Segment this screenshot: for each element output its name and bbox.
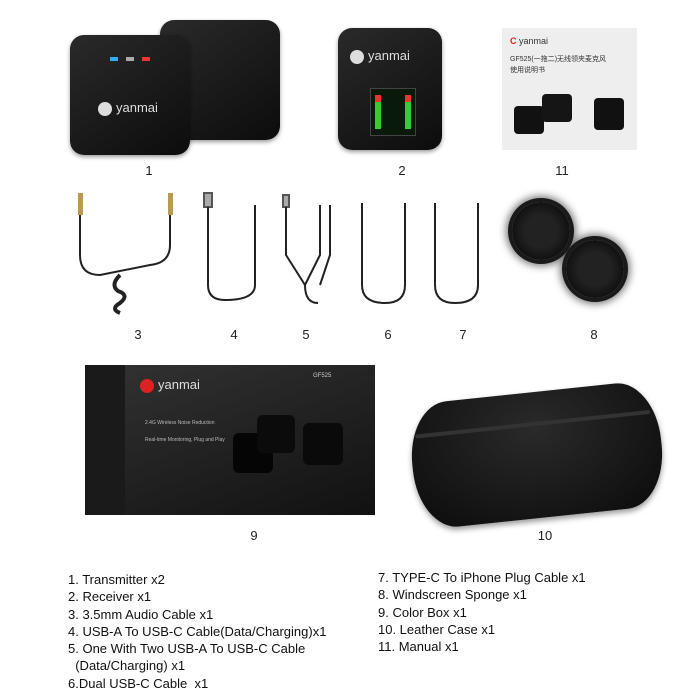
dual-usb-c-cable <box>361 203 406 305</box>
audio-cable-3-5mm <box>78 193 173 315</box>
leather-case <box>406 379 668 531</box>
label-11: 11 <box>555 163 569 178</box>
list-item: 10. Leather Case x1 <box>378 621 496 637</box>
box-feature-2: Real-time Monitoring, Plug and Play <box>145 437 225 443</box>
label-6: 6 <box>384 327 392 342</box>
cables <box>78 192 479 315</box>
list-item: 1. Transmitter x2 <box>68 572 165 587</box>
brand-name: yanmai <box>519 36 549 46</box>
list-item: 5. One With Two USB-A To USB-C Cable <box>68 641 306 657</box>
label-8: 8 <box>590 327 598 342</box>
receiver-screen <box>370 88 416 136</box>
brand-logo: yanmai <box>140 377 200 393</box>
list-item: (Data/Charging) x1 <box>68 658 186 674</box>
list-item: 8. Windscreen Sponge x1 <box>378 587 527 603</box>
brand-logo: yanmai <box>350 48 410 64</box>
label-9: 9 <box>250 528 258 543</box>
brand-name: yanmai <box>368 48 410 63</box>
label-5: 5 <box>302 327 310 342</box>
manual: C yanmai GF525(一拖二)无线领夹麦克风 使用说明书 <box>502 28 637 150</box>
list-item: 6.Dual USB-C Cable x1 <box>68 675 209 691</box>
type-c-to-iphone-cable <box>434 203 479 305</box>
usb-a-to-usb-c-cable <box>203 192 256 302</box>
brand-name: yanmai <box>158 377 200 392</box>
manual-title: GF525(一拖二)无线领夹麦克风 <box>510 56 607 63</box>
receiver: yanmai <box>338 28 442 150</box>
list-item: 9. Color Box x1 <box>378 604 467 620</box>
dual-usb-a-to-usb-c-cable <box>282 194 331 304</box>
windscreen-sponge <box>512 202 570 260</box>
color-box: yanmai 2.4G Wireless Noise Reduction Rea… <box>85 365 375 515</box>
label-4: 4 <box>230 327 238 342</box>
label-10: 10 <box>537 528 553 543</box>
brand-logo: yanmai <box>98 100 158 116</box>
box-feature-1: 2.4G Wireless Noise Reduction <box>145 420 215 426</box>
list-item: 2. Receiver x1 <box>68 589 152 605</box>
manual-subtitle: 使用说明书 <box>510 67 545 74</box>
contents-list-right: 7. TYPE-C To iPhone Plug Cable x1 8. Win… <box>378 569 586 655</box>
label-7: 7 <box>459 327 467 342</box>
list-item: 11. Manual x1 <box>378 639 459 655</box>
label-3: 3 <box>134 327 142 342</box>
list-item: 7. TYPE-C To iPhone Plug Cable x1 <box>378 570 586 585</box>
led-indicators <box>110 57 150 61</box>
brand-name: yanmai <box>116 100 158 115</box>
list-item: 4. USB-A To USB-C Cable(Data/Charging)x1 <box>68 623 327 639</box>
contents-list-left: 1. Transmitter x2 2. Receiver x1 3. 3.5m… <box>68 571 326 692</box>
transmitter-front: yanmai <box>70 35 190 155</box>
list-item: 3. 3.5mm Audio Cable x1 <box>68 606 214 622</box>
box-model: GF525 <box>313 373 332 379</box>
label-1: 1 <box>145 163 153 178</box>
windscreen-sponge <box>566 240 624 298</box>
label-2: 2 <box>398 163 406 178</box>
